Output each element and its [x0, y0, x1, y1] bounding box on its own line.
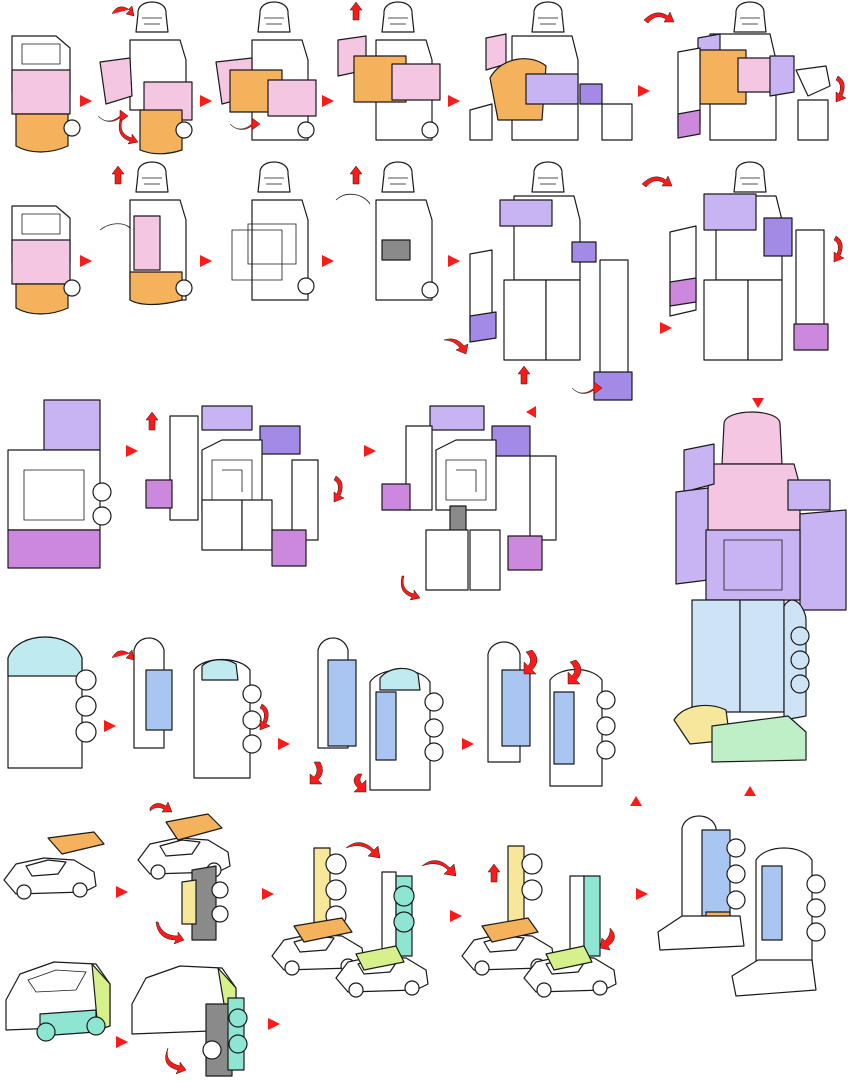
- step-3-figure: [381, 405, 557, 601]
- rotate-arrow-icon: [523, 649, 538, 675]
- step-2-figure: [145, 405, 345, 567]
- step-6-figure: [641, 161, 845, 361]
- row-1: [11, 1, 847, 155]
- step-arrow-icon: [526, 406, 536, 418]
- rotate-arrow-icon: [487, 863, 501, 883]
- step-1-figure: [5, 961, 111, 1042]
- step-3-figure: [215, 1, 317, 141]
- step-arrow-icon: [660, 322, 672, 334]
- step-1-figure: [11, 35, 81, 153]
- step-arrow-icon: [268, 1018, 280, 1030]
- rotate-arrow-icon: [111, 165, 125, 185]
- completed-robot: [673, 411, 847, 763]
- step-arrow-icon: [80, 95, 92, 107]
- step-arrow-icon: [200, 95, 212, 107]
- step-1-figure: [7, 636, 97, 769]
- step-arrow-icon: [278, 738, 290, 750]
- rotate-arrow-icon: [443, 338, 469, 355]
- rotate-arrow-icon: [229, 117, 261, 131]
- step-5-figure: [469, 1, 633, 141]
- rotate-arrow-icon: [353, 773, 367, 793]
- rotate-arrow-icon: [118, 119, 139, 145]
- step-2-figure: [131, 965, 248, 1077]
- step-arrow-icon: [636, 888, 648, 900]
- rotate-arrow-icon: [97, 109, 129, 123]
- step-1-figure: [7, 399, 112, 569]
- rotate-arrow-icon: [571, 381, 603, 395]
- rotate-arrow-icon: [641, 175, 673, 188]
- step-3-figure: [231, 161, 315, 301]
- step-arrow-icon: [322, 255, 334, 267]
- step-arrow-icon: [80, 255, 92, 267]
- step-arrow-icon: [116, 886, 128, 898]
- step-6-figure: [643, 1, 847, 141]
- step-3-figure: [309, 637, 444, 793]
- step-arrow-icon: [448, 255, 460, 267]
- rotate-arrow-icon: [333, 475, 345, 503]
- row-4: [7, 636, 616, 793]
- step-arrow-icon: [200, 255, 212, 267]
- rotate-arrow-icon: [643, 11, 675, 24]
- step-arrow-icon: [630, 796, 642, 806]
- rotate-arrow-icon: [345, 842, 381, 859]
- rotate-arrow-icon: [149, 801, 173, 813]
- rotate-arrow-icon: [259, 703, 271, 731]
- rotate-arrow-icon: [145, 411, 159, 431]
- step-arrow-icon: [744, 786, 756, 796]
- step-arrow-icon: [126, 445, 138, 457]
- rotate-arrow-icon: [309, 761, 323, 785]
- rotate-arrow-icon: [155, 921, 185, 945]
- step-arrow-icon: [322, 95, 334, 107]
- step-4-figure: [335, 161, 439, 301]
- rotate-arrow-icon: [349, 165, 363, 185]
- rotate-arrow-icon: [835, 75, 847, 103]
- step-2-figure: [111, 637, 271, 779]
- step-arrow-icon: [462, 738, 474, 750]
- step-5-figure: [657, 815, 826, 997]
- step-1-figure: [11, 205, 81, 315]
- step-2-figure: [97, 1, 193, 155]
- rotate-arrow-icon: [421, 860, 457, 877]
- rotate-arrow-icon: [833, 235, 845, 263]
- step-2-figure: [137, 801, 231, 945]
- rotate-arrow-icon: [400, 575, 421, 601]
- step-arrow-icon: [450, 910, 462, 922]
- step-2-figure: [99, 161, 193, 306]
- step-5-figure: [443, 161, 633, 401]
- rotate-arrow-icon: [517, 365, 531, 385]
- row-5: [3, 786, 826, 998]
- rotate-arrow-icon: [349, 1, 363, 21]
- step-4-figure: [461, 845, 617, 998]
- rotate-arrow-icon: [165, 1047, 187, 1075]
- step-arrow-icon: [116, 1036, 128, 1048]
- step-arrow-icon: [262, 888, 274, 900]
- row-2: [11, 161, 845, 408]
- step-4-figure: [337, 1, 441, 141]
- rotate-arrow-icon: [111, 649, 135, 661]
- rotate-arrow-icon: [111, 5, 135, 17]
- step-arrow-icon: [104, 720, 116, 732]
- row-6: [5, 961, 280, 1077]
- step-1-figure: [3, 831, 105, 900]
- step-3-figure: [271, 842, 457, 998]
- step-arrow-icon: [364, 445, 376, 457]
- step-arrow-icon: [752, 398, 764, 408]
- row-3: [7, 399, 557, 601]
- step-4-figure: [487, 641, 616, 787]
- rotate-arrow-icon: [599, 927, 615, 951]
- step-arrow-icon: [638, 85, 650, 97]
- step-arrow-icon: [448, 95, 460, 107]
- rotate-arrow-icon: [567, 659, 582, 685]
